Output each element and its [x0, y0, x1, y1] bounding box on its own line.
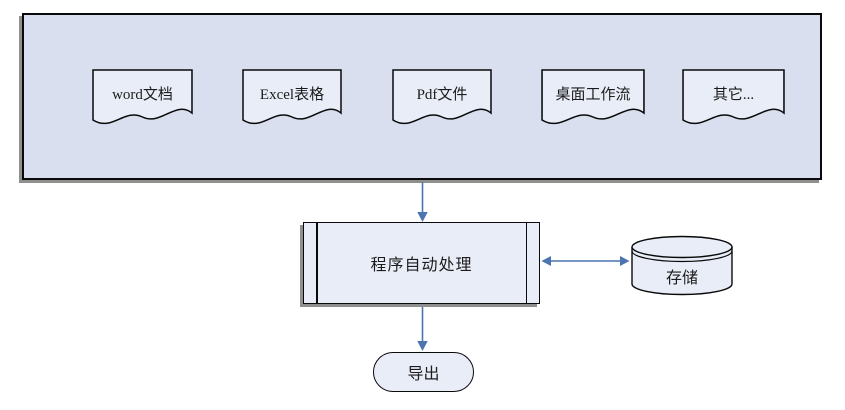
export-label: 导出	[407, 366, 440, 383]
document-shape-excel: Excel表格	[242, 69, 342, 131]
document-shape-pdf: Pdf文件	[392, 69, 492, 131]
process-right-bar	[525, 223, 527, 303]
cylinder-icon	[631, 235, 733, 296]
storage-label: 存储	[665, 270, 698, 287]
arrow-process-to-export	[417, 306, 428, 351]
document-label: word文档	[112, 86, 173, 103]
document-label: Excel表格	[259, 86, 325, 103]
arrow-process-storage-bidirectional	[541, 256, 630, 266]
arrow-sources-to-process	[417, 182, 428, 222]
document-icon	[541, 69, 645, 125]
storage-cylinder: 存储	[631, 235, 733, 296]
document-icon	[682, 69, 785, 125]
process-label: 程序自动处理	[370, 257, 473, 274]
document-shape-desktop-workflow: 桌面工作流	[541, 69, 645, 131]
document-label: Pdf文件	[416, 86, 468, 103]
process-left-bar	[316, 223, 318, 303]
input-sources-group: word文档 Excel表格 Pdf文件 桌面工作流 其它...	[22, 13, 822, 180]
document-label: 桌面工作流	[555, 86, 631, 103]
document-shape-word: word文档	[92, 69, 193, 131]
document-icon	[392, 69, 492, 125]
process-box: 程序自动处理	[303, 222, 540, 304]
document-icon	[92, 69, 193, 125]
document-shape-other: 其它...	[682, 69, 785, 131]
export-terminal: 导出	[373, 352, 474, 392]
document-icon	[242, 69, 342, 125]
document-label: 其它...	[712, 86, 755, 103]
